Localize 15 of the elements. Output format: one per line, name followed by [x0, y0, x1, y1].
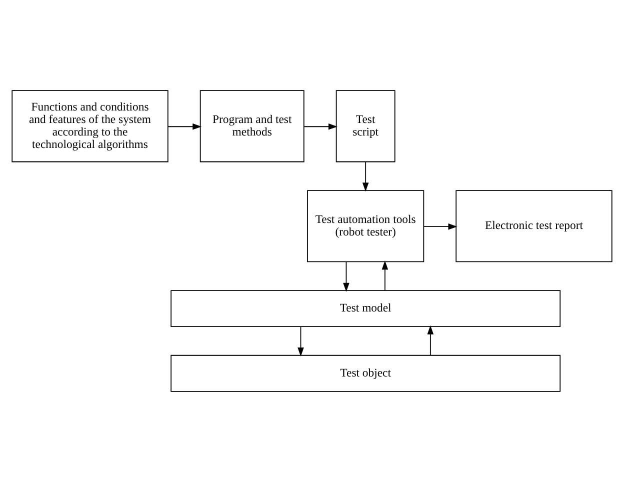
node-box: Functions and conditions and features of the system according to the technological algorithms: [12, 90, 168, 162]
arrow: [423, 222, 458, 230]
node-box: Program and test methods: [200, 90, 304, 162]
node-box: Test object: [170, 354, 561, 392]
arrow: [343, 260, 350, 292]
arrow: [427, 324, 434, 356]
node-box: Test model: [170, 290, 561, 326]
node-box: Test automation tools (robot tester): [307, 190, 424, 262]
arrow: [362, 161, 369, 192]
arrow: [168, 122, 202, 130]
node-box: Test script: [336, 90, 396, 162]
arrow: [298, 326, 304, 356]
arrow: [304, 122, 338, 130]
node-box: Electronic test report: [456, 190, 612, 262]
arrow: [382, 260, 388, 290]
